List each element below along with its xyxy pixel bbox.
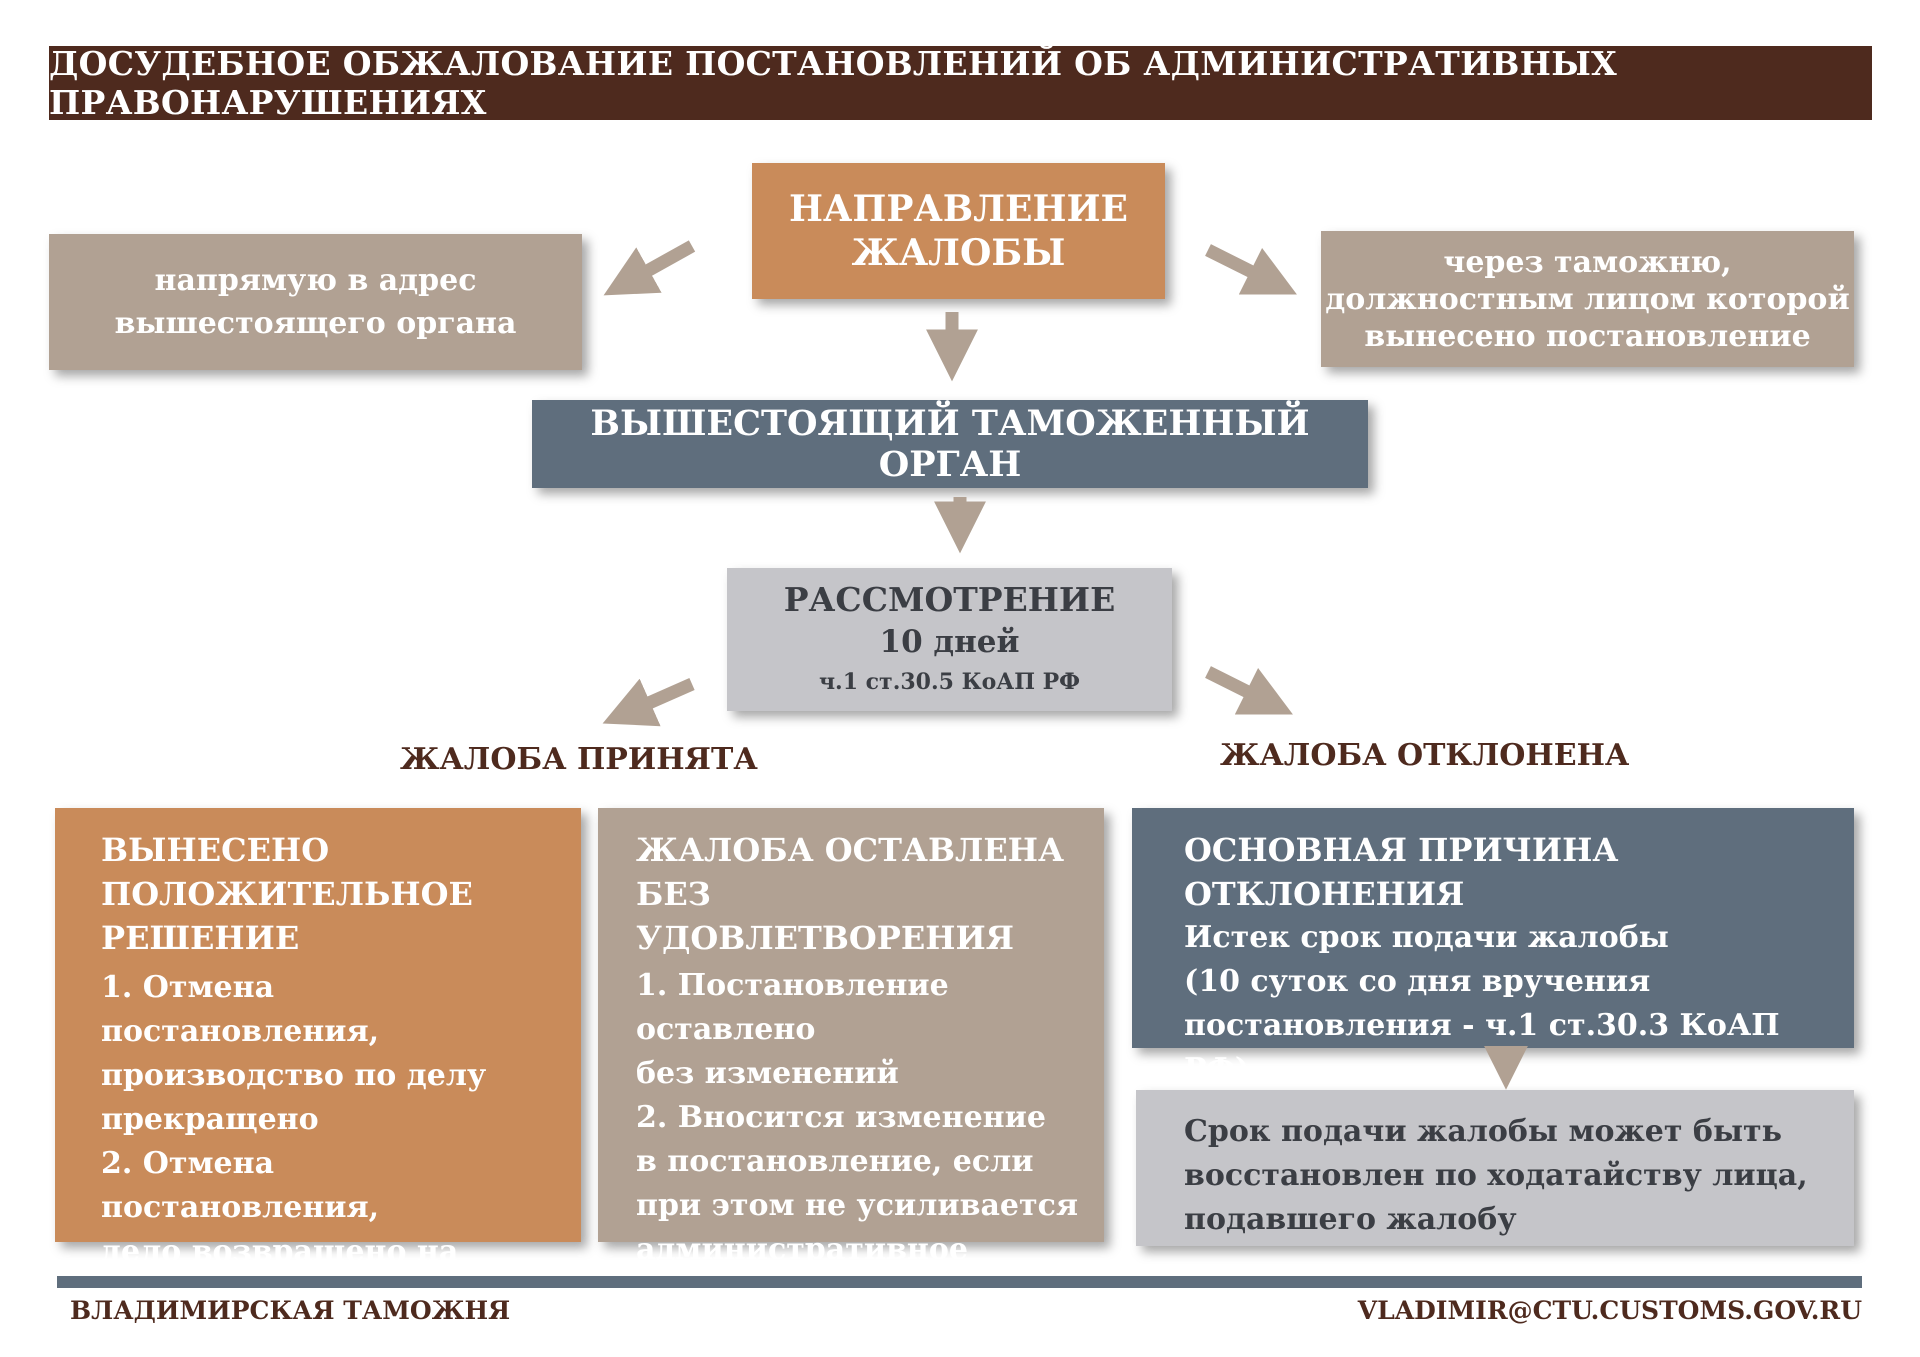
complaint-direction-line1: НАПРАВЛЕНИЕ <box>789 188 1128 230</box>
rejection-reason-body: Истек срок подачи жалобы (10 суток со дн… <box>1184 916 1834 1092</box>
heading-line: РЕШЕНИЕ <box>101 919 300 957</box>
heading-line: ОСНОВНАЯ ПРИЧИНА <box>1184 831 1619 869</box>
superior-label: ВЫШЕСТОЯЩИЙ ТАМОЖЕННЫЙ ОРГАН <box>590 403 1310 485</box>
arrow-to-direct-icon <box>603 240 696 296</box>
page-title: ДОСУДЕБНОЕ ОБЖАЛОВАНИЕ ПОСТАНОВЛЕНИЙ ОБ … <box>49 44 1872 122</box>
review-title: РАССМОТРЕНИЕ <box>783 579 1116 619</box>
body-line: Срок подачи жалобы может быть <box>1184 1114 1782 1149</box>
body-line: административное <box>636 1232 968 1267</box>
review-box: РАССМОТРЕНИЕ 10 дней ч.1 ст.30.5 КоАП РФ <box>727 568 1172 711</box>
body-line: 1. Постановление оставлено <box>636 968 949 1047</box>
direct-to-superior-box: напрямую в адрес вышестоящего органа <box>49 234 582 370</box>
heading-line: ОТКЛОНЕНИЯ <box>1184 875 1465 913</box>
heading-line: БЕЗ УДОВЛЕТВОРЕНИЯ <box>636 875 1014 957</box>
body-line: прекращено <box>101 1102 319 1137</box>
rejection-reason-heading: ОСНОВНАЯ ПРИЧИНА ОТКЛОНЕНИЯ <box>1184 828 1834 916</box>
heading-line: ПОЛОЖИТЕЛЬНОЕ <box>101 875 473 913</box>
body-line: 2. Вносится изменение <box>636 1100 1046 1135</box>
positive-decision-body: 1. Отмена постановления, производство по… <box>101 966 561 1318</box>
arrow-to-via-icon <box>1205 244 1297 295</box>
via-line2: должностным лицом которой <box>1325 281 1850 317</box>
arrow-to-accepted-icon <box>602 678 695 727</box>
body-line: в постановление, если <box>636 1144 1034 1179</box>
superior-customs-body-box: ВЫШЕСТОЯЩИЙ ТАМОЖЕННЫЙ ОРГАН <box>532 400 1368 488</box>
body-line: без изменений <box>636 1056 899 1091</box>
rejection-reason-box: ОСНОВНАЯ ПРИЧИНА ОТКЛОНЕНИЯ Истек срок п… <box>1132 808 1854 1087</box>
unsatisfied-heading: ЖАЛОБА ОСТАВЛЕНА БЕЗ УДОВЛЕТВОРЕНИЯ <box>636 828 1084 960</box>
review-law-reference: ч.1 ст.30.5 КоАП РФ <box>818 668 1081 695</box>
arrow-to-rejected-icon <box>1205 666 1293 715</box>
complaint-unsatisfied-box: ЖАЛОБА ОСТАВЛЕНА БЕЗ УДОВЛЕТВОРЕНИЯ 1. П… <box>598 808 1104 1311</box>
review-duration: 10 дней <box>879 623 1020 660</box>
via-customs-box: через таможню, должностным лицом которой… <box>1321 231 1854 367</box>
footer-organization: ВЛАДИМИРСКАЯ ТАМОЖНЯ <box>70 1296 511 1325</box>
direct-line2: вышестоящего органа <box>114 306 517 341</box>
body-line: 1. Отмена постановления, <box>101 970 380 1049</box>
footer-divider <box>57 1276 1862 1288</box>
body-line: подавшего жалобу <box>1184 1202 1517 1237</box>
body-line: (10 суток со дня вручения <box>1184 964 1651 999</box>
body-line: Истек срок подачи жалобы <box>1184 920 1669 955</box>
positive-decision-box: ВЫНЕСЕНО ПОЛОЖИТЕЛЬНОЕ РЕШЕНИЕ 1. Отмена… <box>55 808 581 1313</box>
body-line: дело возвращено на <box>101 1234 459 1269</box>
via-line1: через таможню, <box>1443 244 1732 280</box>
complaint-rejected-label: ЖАЛОБА ОТКЛОНЕНА <box>1220 738 1630 773</box>
complaint-accepted-label: ЖАЛОБА ПРИНЯТА <box>400 742 758 777</box>
body-line: при этом не усиливается <box>636 1188 1079 1223</box>
body-line: постановления - ч.1 ст.30.3 КоАП РФ) <box>1184 1008 1780 1087</box>
complaint-direction-box: НАПРАВЛЕНИЕ ЖАЛОБЫ <box>752 163 1165 299</box>
footer-email: VLADIMIR@CTU.CUSTOMS.GOV.RU <box>1357 1296 1862 1325</box>
heading-line: ВЫНЕСЕНО <box>101 831 330 869</box>
direct-line1: напрямую в адрес <box>154 263 477 298</box>
body-line: производство по делу <box>101 1058 487 1093</box>
complaint-direction-line2: ЖАЛОБЫ <box>851 232 1066 274</box>
deadline-restore-body: Срок подачи жалобы может быть восстановл… <box>1184 1110 1834 1242</box>
unsatisfied-body: 1. Постановление оставлено без изменений… <box>636 964 1084 1316</box>
heading-line: ЖАЛОБА ОСТАВЛЕНА <box>636 831 1065 869</box>
deadline-restore-box: Срок подачи жалобы может быть восстановл… <box>1136 1090 1854 1246</box>
body-line: восстановлен по ходатайству лица, <box>1184 1158 1808 1193</box>
via-line3: вынесено постановление <box>1364 318 1811 354</box>
body-line: 2. Отмена постановления, <box>101 1146 380 1225</box>
positive-decision-heading: ВЫНЕСЕНО ПОЛОЖИТЕЛЬНОЕ РЕШЕНИЕ <box>101 828 561 960</box>
